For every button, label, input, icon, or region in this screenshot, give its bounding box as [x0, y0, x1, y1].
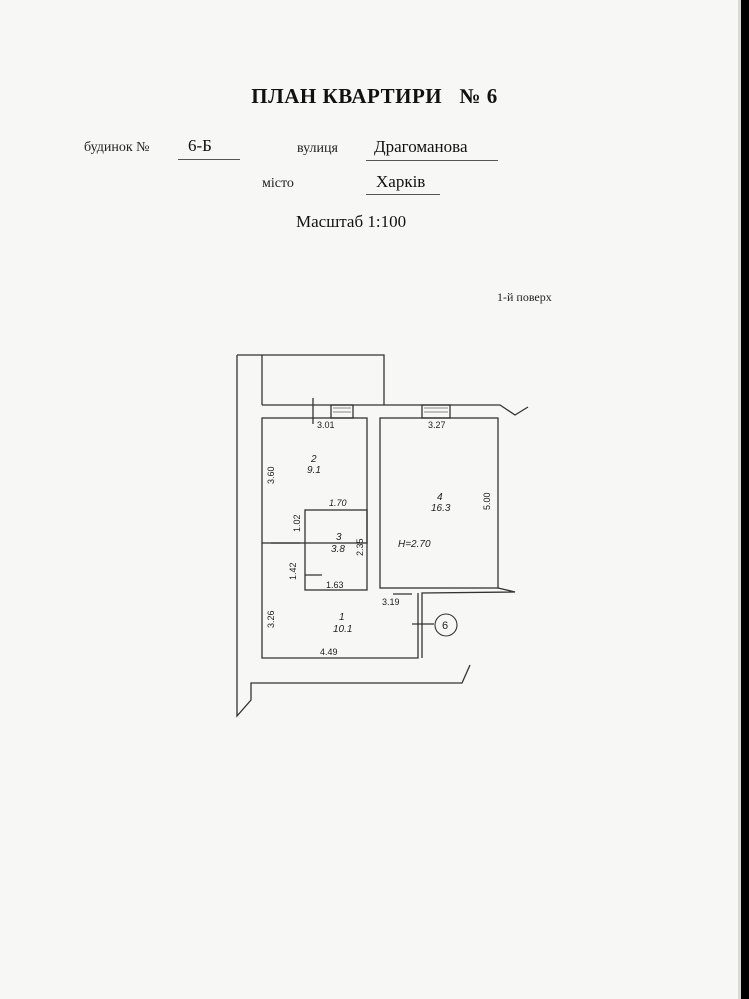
room-2-number: 2: [310, 454, 317, 465]
dim-room3-top: 1.70: [329, 498, 347, 508]
room-3-outline: [304, 509, 368, 591]
dim-hall-top: 3.19: [382, 597, 400, 607]
scale-label: Масштаб 1:100: [296, 212, 407, 231]
dim-room3-left: 1.02: [292, 514, 302, 532]
outer-wall-left: [236, 355, 471, 718]
room-3-area: 3.8: [331, 544, 345, 555]
window-room-2: [330, 404, 354, 419]
floor-label: 1-й поверх: [497, 290, 552, 304]
dim-hall-left-upper: 1.42: [288, 562, 298, 580]
window-room-4: [421, 404, 451, 419]
dim-room4-height: 5.00: [482, 492, 492, 510]
right-wall-line: [421, 587, 516, 658]
room-2-area: 9.1: [307, 465, 321, 476]
apartment-marker-number: 6: [442, 620, 448, 632]
dim-room2-height: 3.60: [266, 466, 276, 484]
room-1-area: 10.1: [333, 624, 352, 635]
dim-room3-right: 2.35: [355, 538, 365, 556]
dim-room1-height: 3.26: [266, 610, 276, 628]
house-number-underline: [178, 159, 240, 160]
house-number: 6-Б: [188, 136, 212, 155]
ceiling-height: H=2.70: [398, 539, 431, 550]
dim-room4-width: 3.27: [428, 420, 446, 430]
apartment-marker-circle: [434, 613, 458, 637]
city-label: місто: [262, 176, 294, 191]
city-name: Харків: [376, 172, 426, 191]
document-title: ПЛАН КВАРТИРИ № 6: [251, 84, 498, 108]
city-underline: [366, 194, 440, 195]
dim-room2-width: 3.01: [317, 420, 335, 430]
top-wall-line: [262, 404, 529, 416]
room-1-number: 1: [339, 612, 345, 623]
room-2-outline: [261, 417, 368, 544]
room-4-number: 4: [437, 492, 443, 503]
room-1-outline: [261, 543, 419, 659]
room-4-area: 16.3: [431, 503, 451, 514]
room-3-number: 3: [336, 532, 342, 543]
outer-wall-top: [237, 354, 385, 405]
street-name: Драгоманова: [374, 137, 468, 156]
street-underline: [366, 160, 498, 161]
dim-room1-width: 4.49: [320, 647, 338, 657]
street-label: вулиця: [297, 141, 338, 156]
house-label: будинок №: [84, 140, 150, 155]
dim-room3-bottom: 1.63: [326, 580, 344, 590]
